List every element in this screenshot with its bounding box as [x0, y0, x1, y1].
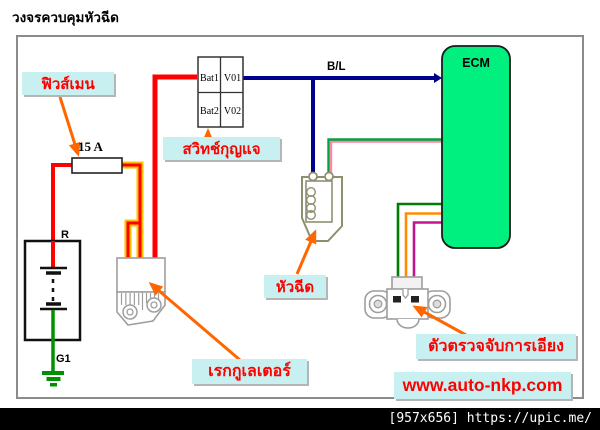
battery-symbol — [23, 239, 82, 372]
pin-bat1: Bat1 — [200, 73, 219, 84]
ground-label: G1 — [56, 353, 71, 365]
page-title: วงจรควบคุมหัวฉีด — [12, 10, 119, 25]
ground-icon — [42, 371, 64, 387]
wire-injector-to-ecm-green-pink — [327, 138, 442, 177]
injector-symbol — [301, 171, 343, 242]
callout-tilt-sensor: ตัวตรวจจับการเอียง — [416, 334, 576, 359]
ecm-label: ECM — [462, 56, 490, 70]
ecm-box — [441, 45, 511, 249]
regulator-symbol — [116, 257, 166, 326]
battery-label: R — [61, 229, 69, 241]
wire-battery-to-fuse-red — [51, 163, 72, 267]
arrow-to-fuse — [58, 96, 81, 157]
callout-fuse-main: ฟิวส์เมน — [22, 72, 114, 95]
wire-ecm-to-sensor — [396, 202, 442, 278]
pin-v02: V02 — [223, 106, 242, 117]
website-label: www.auto-nkp.com — [394, 372, 571, 399]
arrow-to-regulator — [148, 282, 241, 362]
fuse-symbol — [71, 157, 123, 174]
pin-v01: V01 — [223, 73, 242, 84]
watermark-bar: [957x656] https://upic.me/ — [0, 408, 600, 430]
callout-key-switch: สวิทช์กุญแจ — [163, 137, 280, 160]
callout-injector: หัวฉีด — [264, 275, 326, 298]
wire-bl-blue — [243, 73, 442, 173]
callout-regulator: เรกกูเลเตอร์ — [192, 359, 307, 384]
arrow-to-injector — [295, 229, 317, 275]
fuse-rating-label: 15 A — [78, 139, 103, 154]
wire-keyswitch-to-regulator-red — [152, 74, 197, 260]
arrow-to-tilt-sensor — [412, 305, 467, 337]
pin-bat2: Bat2 — [200, 106, 219, 117]
key-switch-connector — [197, 56, 244, 128]
wire-code-label: B/L — [327, 61, 346, 73]
wire-fuse-to-regulator-red-yellow — [122, 161, 144, 260]
